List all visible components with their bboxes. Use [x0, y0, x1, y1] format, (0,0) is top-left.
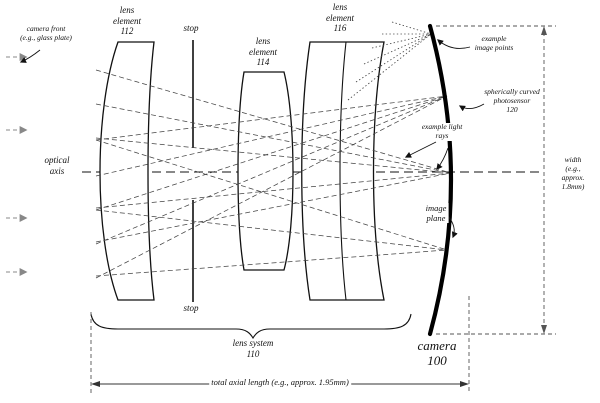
total-length-dimension [90, 296, 470, 394]
dotted-image-point-rays [347, 21, 432, 101]
light-rays-arrow-2 [436, 147, 449, 170]
curved-photosensor-arc [427, 23, 454, 337]
photosensor-arrow [458, 103, 485, 112]
camera-front-arrow [19, 49, 41, 63]
lens-114-shape [237, 71, 294, 271]
incoming-light-arrows [6, 53, 28, 276]
leader-arrows [19, 39, 485, 239]
light-rays [95, 69, 452, 279]
lens-116-cement-line [339, 41, 347, 301]
width-dimension [436, 25, 556, 335]
light-rays-arrow-1 [404, 141, 437, 158]
image-points-arrow [437, 39, 471, 49]
lens-112-shape [99, 41, 155, 301]
image-plane-arrow [447, 215, 458, 239]
lens-system-brace [90, 313, 412, 340]
